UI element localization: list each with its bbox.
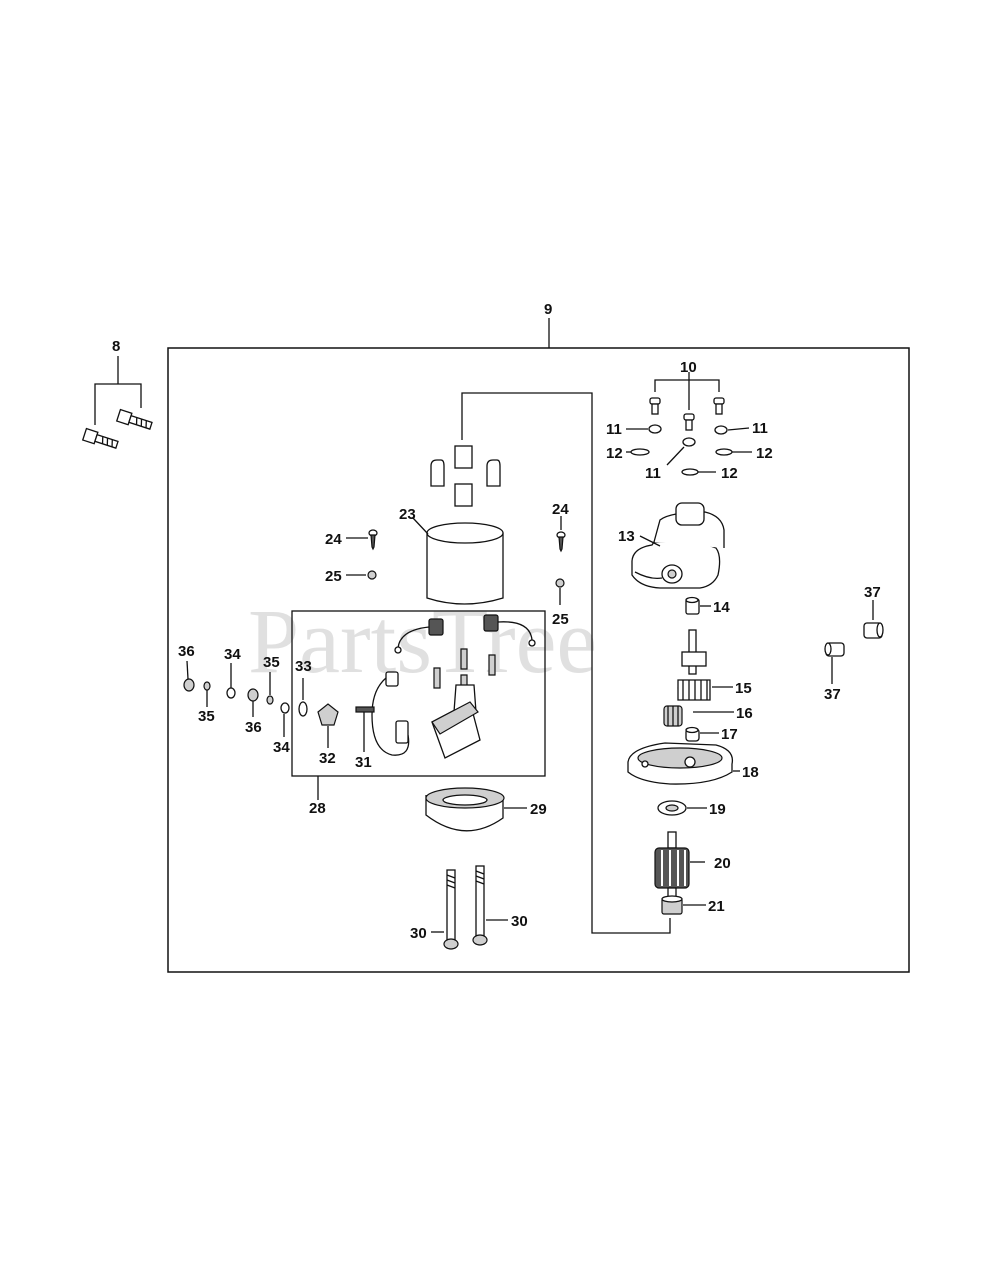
callout-10: 10 <box>680 359 697 376</box>
nut-25[interactable] <box>367 570 565 588</box>
callout-32: 32 <box>319 750 336 767</box>
callout-12-left: 12 <box>606 445 623 462</box>
callout-17: 17 <box>721 726 738 743</box>
callout-34-top: 34 <box>224 646 241 663</box>
screw-10[interactable] <box>649 372 725 431</box>
armature-20[interactable] <box>654 831 690 899</box>
screw-24[interactable] <box>368 529 566 553</box>
brush-plate-29[interactable] <box>425 787 505 832</box>
washer-11[interactable] <box>648 424 728 447</box>
drive-gear-15[interactable] <box>677 629 711 701</box>
callout-11-left: 11 <box>606 421 622 438</box>
gear-housing-18[interactable] <box>627 742 734 785</box>
callout-12-right: 12 <box>756 445 773 462</box>
callout-labels: 8 9 10 11 11 11 12 12 12 13 14 15 16 17 … <box>112 301 881 942</box>
callout-14: 14 <box>713 599 730 616</box>
housing-23[interactable] <box>426 445 504 605</box>
callout-37-bottom: 37 <box>824 686 841 703</box>
bushing-14[interactable] <box>685 596 700 615</box>
callout-24-right: 24 <box>552 501 569 518</box>
spacer-17[interactable] <box>685 726 700 742</box>
callout-34-bottom: 34 <box>273 739 290 756</box>
pinion-16[interactable] <box>663 705 683 727</box>
washer-35[interactable] <box>203 681 274 705</box>
assembly-frame <box>167 347 910 973</box>
callout-35-top: 35 <box>263 654 280 671</box>
callout-28: 28 <box>309 800 326 817</box>
washer-33[interactable] <box>298 701 308 717</box>
callout-19: 19 <box>709 801 726 818</box>
callout-23: 23 <box>399 506 416 523</box>
callout-13: 13 <box>618 528 635 545</box>
stud-31[interactable] <box>355 706 375 713</box>
callout-8: 8 <box>112 338 120 355</box>
callout-18: 18 <box>742 764 759 781</box>
watermark: PartsTree <box>248 590 597 692</box>
callout-33: 33 <box>295 658 312 675</box>
bolt-8[interactable] <box>81 356 153 451</box>
callout-24-left: 24 <box>325 531 342 548</box>
brush-assembly-28[interactable] <box>371 614 536 759</box>
callout-20: 20 <box>714 855 731 872</box>
callout-25-right: 25 <box>552 611 569 628</box>
brush-assembly-frame <box>291 610 546 777</box>
callout-30-right: 30 <box>511 913 528 930</box>
washer-34[interactable] <box>226 687 290 714</box>
callout-16: 16 <box>736 705 753 722</box>
callout-31: 31 <box>355 754 372 771</box>
callout-36-bottom: 36 <box>245 719 262 736</box>
callout-25-left: 25 <box>325 568 342 585</box>
callout-30-left: 30 <box>410 925 427 942</box>
through-bolt-30[interactable] <box>443 865 488 950</box>
end-cap-13[interactable] <box>631 502 725 589</box>
callout-12-center: 12 <box>721 465 738 482</box>
cap-37[interactable] <box>824 622 884 657</box>
nut-21[interactable] <box>661 895 683 915</box>
callout-11-right: 11 <box>752 420 768 437</box>
callout-21: 21 <box>708 898 725 915</box>
nut-36[interactable] <box>183 678 259 702</box>
callout-11-center: 11 <box>645 465 661 482</box>
callout-29: 29 <box>530 801 547 818</box>
bearing-19[interactable] <box>657 800 687 816</box>
callout-37-top: 37 <box>864 584 881 601</box>
callout-36-top: 36 <box>178 643 195 660</box>
callout-9: 9 <box>544 301 552 318</box>
callout-35-left: 35 <box>198 708 215 725</box>
terminal-32[interactable] <box>317 703 339 726</box>
callout-15: 15 <box>735 680 752 697</box>
